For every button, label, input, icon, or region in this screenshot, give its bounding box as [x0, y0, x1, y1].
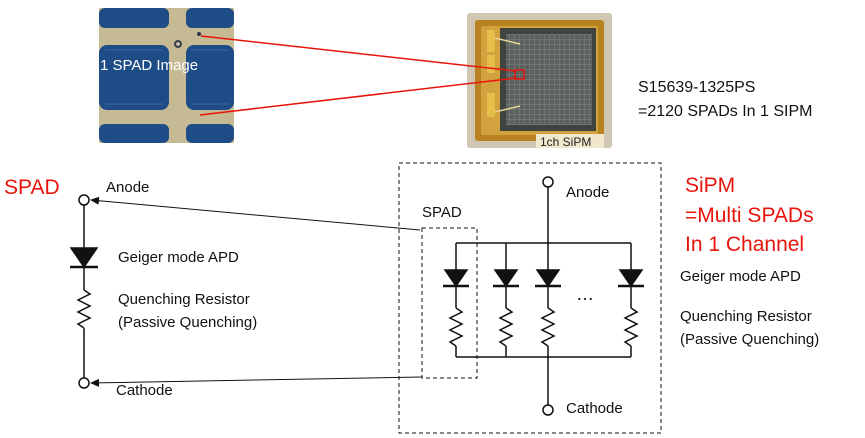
sipm-cell-2: [493, 243, 519, 357]
sipm-cells-ellipsis: …: [576, 284, 594, 304]
sipm-spad-highlight-box: [421, 227, 478, 379]
sipm-schematic: [443, 176, 644, 416]
spad-cathode-label: Cathode: [116, 382, 173, 399]
magnification-callout: [199, 35, 525, 116]
product-model: S15639-1325PS: [638, 79, 755, 96]
spad-anode-label: Anode: [106, 179, 149, 196]
sipm-cell-1: [443, 243, 469, 357]
spad-cathode-terminal: [78, 377, 90, 389]
sipm-resistor-label: Quenching Resistor: [680, 308, 812, 325]
sipm-cell-3: [535, 243, 561, 357]
spad-anode-terminal: [78, 194, 90, 206]
sipm-anode-terminal: [542, 176, 554, 188]
sipm-spad-box-label: SPAD: [422, 204, 462, 221]
spad-resistor-symbol: [76, 289, 92, 329]
sipm-cell-4: [618, 243, 644, 357]
sipm-photo-caption: 1ch SiPM: [540, 135, 591, 149]
sipm-title-line-2: =Multi SPADs: [685, 204, 814, 227]
sipm-cathode-label: Cathode: [566, 400, 623, 417]
spad-schematic: [69, 194, 99, 389]
spad-mapping-arrows: [90, 196, 423, 387]
spad-title: SPAD: [4, 176, 60, 199]
sipm-title: SiPM: [685, 174, 735, 197]
spad-apd-label: Geiger mode APD: [118, 249, 239, 266]
spad-quenching-label: (Passive Quenching): [118, 314, 257, 331]
spad-count: =2120 SPADs In 1 SIPM: [638, 103, 812, 120]
sipm-apd-label: Geiger mode APD: [680, 268, 801, 285]
sipm-cathode-terminal: [542, 404, 554, 416]
sipm-anode-label: Anode: [566, 184, 609, 201]
spad-micrograph: [99, 8, 234, 143]
spad-diode-symbol: [69, 247, 99, 269]
sipm-title-line-3: In 1 Channel: [685, 233, 804, 256]
sipm-quenching-label: (Passive Quenching): [680, 331, 819, 348]
spad-image-caption: 1 SPAD Image: [100, 57, 198, 74]
spad-resistor-label: Quenching Resistor: [118, 291, 250, 308]
